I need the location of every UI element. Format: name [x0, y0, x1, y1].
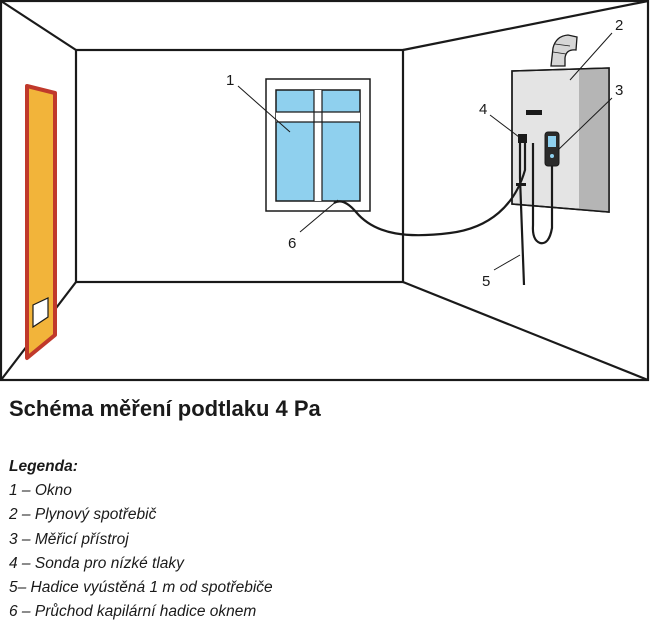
room-scheme-diagram: 1 2 3 4 5 6 — [0, 0, 650, 382]
window — [265, 78, 371, 212]
hoses — [333, 143, 554, 286]
measuring-device — [544, 131, 560, 167]
legend: Legenda: 1 – Okno 2 – Plynový spotřebič … — [9, 455, 273, 624]
callout-3: 3 — [615, 82, 623, 99]
legend-item-hose: 5– Hadice vyústěná 1 m od spotřebiče — [9, 579, 273, 597]
room-outline — [0, 0, 650, 382]
diagram-title: Schéma měření podtlaku 4 Pa — [9, 396, 321, 421]
callout-1: 1 — [226, 72, 234, 89]
legend-item-gas-appliance: 2 – Plynový spotřebič — [9, 506, 157, 524]
callout-numbers: 1 2 3 4 5 6 — [226, 17, 623, 290]
callout-6: 6 — [288, 235, 296, 252]
legend-item-capillary-passage: 6 – Průchod kapilární hadice oknem — [9, 603, 257, 621]
low-pressure-probe — [518, 134, 527, 143]
door — [25, 84, 57, 360]
gas-appliance — [511, 34, 610, 213]
legend-heading: Legenda: — [9, 458, 78, 475]
callout-5: 5 — [482, 273, 490, 290]
leader-lines — [237, 32, 613, 271]
legend-item-low-pressure-probe: 4 – Sonda pro nízké tlaky — [9, 554, 184, 572]
legend-item-measuring-device: 3 – Měřicí přístroj — [9, 530, 129, 548]
callout-2: 2 — [615, 17, 623, 34]
callout-4: 4 — [479, 101, 487, 118]
legend-item-window: 1 – Okno — [9, 482, 72, 500]
